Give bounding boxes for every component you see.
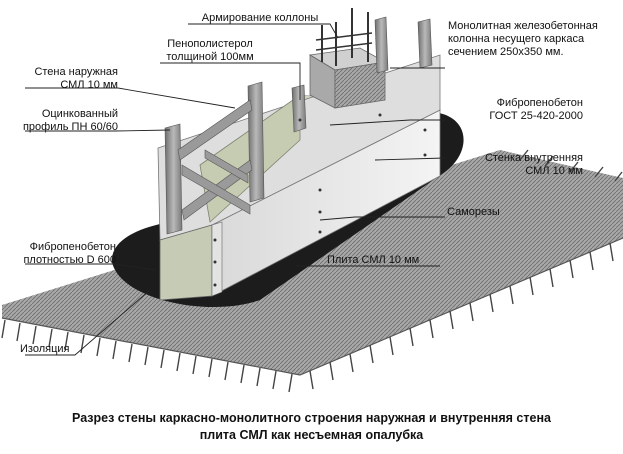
screws: [213, 113, 427, 287]
ground-rebar-stubs: [1, 149, 623, 393]
label-inner-wall: Стенка внутренняя СМЛ 10 мм: [484, 152, 583, 177]
foam-concrete-end-block: [159, 221, 223, 301]
label-steel-profile: Оцинкованный профиль ПН 60/60: [22, 108, 118, 133]
leader-lines: [25, 23, 446, 356]
label-screws: Саморезы: [447, 206, 500, 218]
label-outer-wall: Стена наружная СМЛ 10 мм: [34, 66, 118, 91]
column-rebar: [315, 8, 373, 66]
diagram-caption: Разрез стены каркасно-монолитного строен…: [0, 410, 623, 444]
label-column-reinforcement: Армирование коллоны: [201, 12, 319, 24]
label-foam-concrete-density: Фибропенобетон плотностью D 600: [23, 241, 116, 266]
label-polystyrene: Пенополистерол толщиной 100мм: [166, 38, 254, 63]
steel-profile-frame: [164, 16, 433, 235]
label-monolithic-column: Монолитная железобетонная колонна несуще…: [448, 20, 598, 58]
caption-line-2: плита СМЛ как несъемная опалубка: [199, 428, 424, 442]
caption-line-1: Разрез стены каркасно-монолитного строен…: [72, 411, 551, 425]
label-foam-concrete-gost: Фибропенобетон ГОСТ 25-420-2000: [489, 97, 583, 122]
label-insulation: Изоляция: [20, 343, 70, 355]
label-sml-plate: Плита СМЛ 10 мм: [327, 254, 420, 266]
concrete-column: [308, 47, 387, 109]
